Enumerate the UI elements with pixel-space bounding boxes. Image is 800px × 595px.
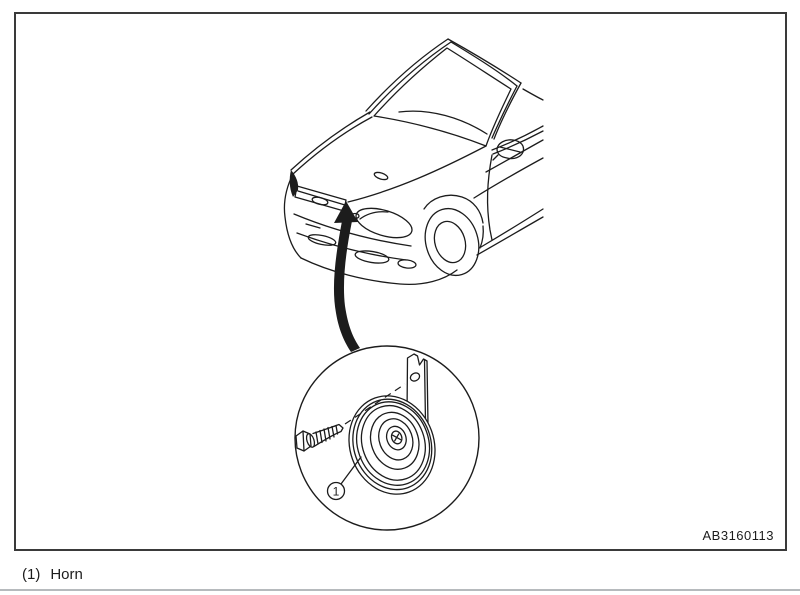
figure-border: [14, 12, 787, 551]
horn-illustration: [348, 395, 436, 495]
car-line-art-icon: [283, 38, 544, 286]
caption-label: Horn: [50, 566, 83, 583]
callout-1-marker: 1: [326, 456, 362, 501]
figure-reference-code: AB3160113: [702, 528, 774, 543]
fastening-axis-dashes: [344, 383, 406, 425]
horn-location-arrow-icon: [333, 201, 360, 352]
caption-index: (1): [22, 566, 41, 583]
screw-illustration: [295, 423, 344, 452]
callout-1-number: 1: [333, 485, 340, 499]
figure-caption: (1) Horn: [22, 566, 83, 583]
detail-circle: [294, 345, 480, 531]
page-bottom-rule: [0, 589, 800, 591]
